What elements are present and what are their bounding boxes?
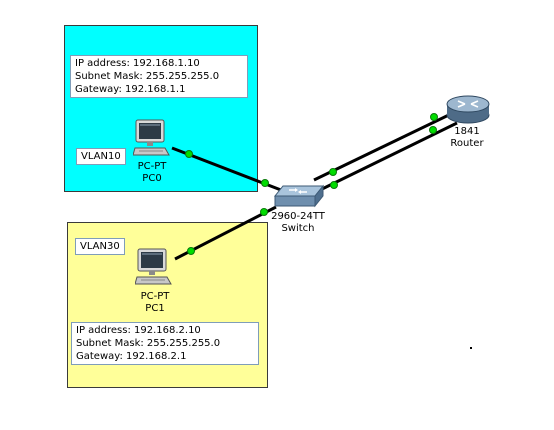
- link-switch-router-1[interactable]: [313, 110, 456, 182]
- vlan10-ip-note[interactable]: IP address: 192.168.1.10 Subnet Mask: 25…: [70, 55, 248, 98]
- pc1-model: PC-PT: [140, 291, 170, 302]
- switch-icon: [273, 184, 325, 208]
- link-status-dot: [260, 208, 268, 216]
- pc0-model: PC-PT: [137, 161, 167, 172]
- router-device[interactable]: [445, 91, 491, 131]
- switch-name: Switch: [281, 223, 315, 234]
- pc-icon: [132, 119, 170, 156]
- subnet-mask-text: Subnet Mask: 255.255.255.0: [76, 338, 221, 349]
- pc-icon: [134, 248, 172, 285]
- gateway-text: Gateway: 192.168.1.1: [75, 84, 186, 95]
- router-name: Router: [450, 138, 484, 149]
- link-status-dot: [330, 181, 338, 189]
- link-status-dot: [187, 247, 195, 255]
- switch-device[interactable]: [271, 182, 325, 216]
- link-status-dot: [185, 150, 193, 158]
- vlan30-label[interactable]: VLAN30: [75, 238, 125, 255]
- vlan30-ip-note[interactable]: IP address: 192.168.2.10 Subnet Mask: 25…: [71, 322, 259, 365]
- switch-label: 2960-24TT Switch: [271, 211, 325, 235]
- router-label: 1841 Router: [450, 126, 483, 150]
- vlan10-label[interactable]: VLAN10: [76, 148, 126, 165]
- gateway-text: Gateway: 192.168.2.1: [76, 351, 187, 362]
- link-status-dot: [261, 179, 269, 187]
- subnet-mask-text: Subnet Mask: 255.255.255.0: [75, 71, 220, 82]
- pc0-label: PC-PT PC0: [138, 161, 167, 185]
- ip-address-text: IP address: 192.168.2.10: [76, 325, 201, 336]
- link-switch-router-2[interactable]: [317, 121, 458, 193]
- pc1-name: PC1: [145, 303, 165, 314]
- pc1-label: PC-PT PC1: [141, 291, 170, 315]
- router-icon: [446, 95, 490, 124]
- pc0-name: PC0: [142, 173, 162, 184]
- link-status-dot: [429, 126, 437, 134]
- pc0-device[interactable]: [132, 118, 171, 162]
- link-status-dot: [329, 168, 337, 176]
- stray-dot: [470, 347, 472, 349]
- switch-model: 2960-24TT: [271, 211, 325, 222]
- link-status-dot: [430, 113, 438, 121]
- pc1-device[interactable]: [134, 247, 173, 291]
- ip-address-text: IP address: 192.168.1.10: [75, 58, 200, 69]
- router-model: 1841: [454, 126, 480, 137]
